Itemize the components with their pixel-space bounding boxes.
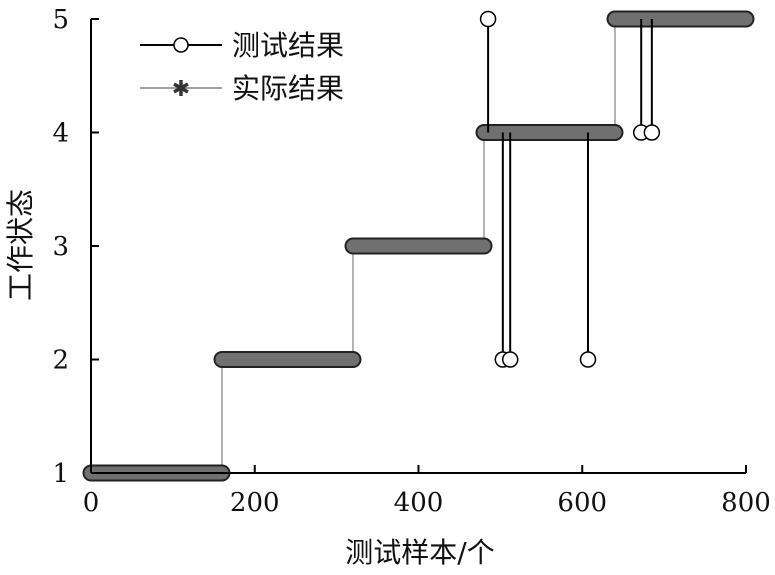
- legend: 测试结果 ✱ 实际结果: [140, 29, 344, 105]
- x-tick-label: 0: [83, 488, 100, 518]
- y-tick-label: 2: [52, 346, 69, 376]
- test-outlier-point: [579, 351, 597, 368]
- x-tick-label: 800: [721, 488, 771, 518]
- x-tick-label: 200: [230, 488, 280, 518]
- legend-marker-star-icon: ✱: [172, 77, 190, 102]
- legend-marker-circle-icon: [173, 37, 189, 53]
- x-axis-title: 测试样本/个: [345, 536, 494, 569]
- x-tick-label: 600: [557, 488, 607, 518]
- axes: 0 200 400 600 800 1 2 3 4 5: [52, 5, 770, 518]
- y-tick-label: 5: [52, 5, 69, 35]
- test-outlier-point: [501, 351, 519, 368]
- y-tick-label: 4: [52, 119, 69, 149]
- y-tick-label: 3: [52, 232, 69, 262]
- test-outlier-point: [643, 124, 661, 141]
- y-axis-title: 工作状态: [4, 189, 37, 301]
- legend-label-test: 测试结果: [232, 29, 344, 62]
- test-outlier-point: [479, 10, 497, 28]
- legend-label-actual: 实际结果: [232, 72, 344, 105]
- y-tick-label: 1: [52, 459, 69, 489]
- x-tick-label: 400: [394, 488, 444, 518]
